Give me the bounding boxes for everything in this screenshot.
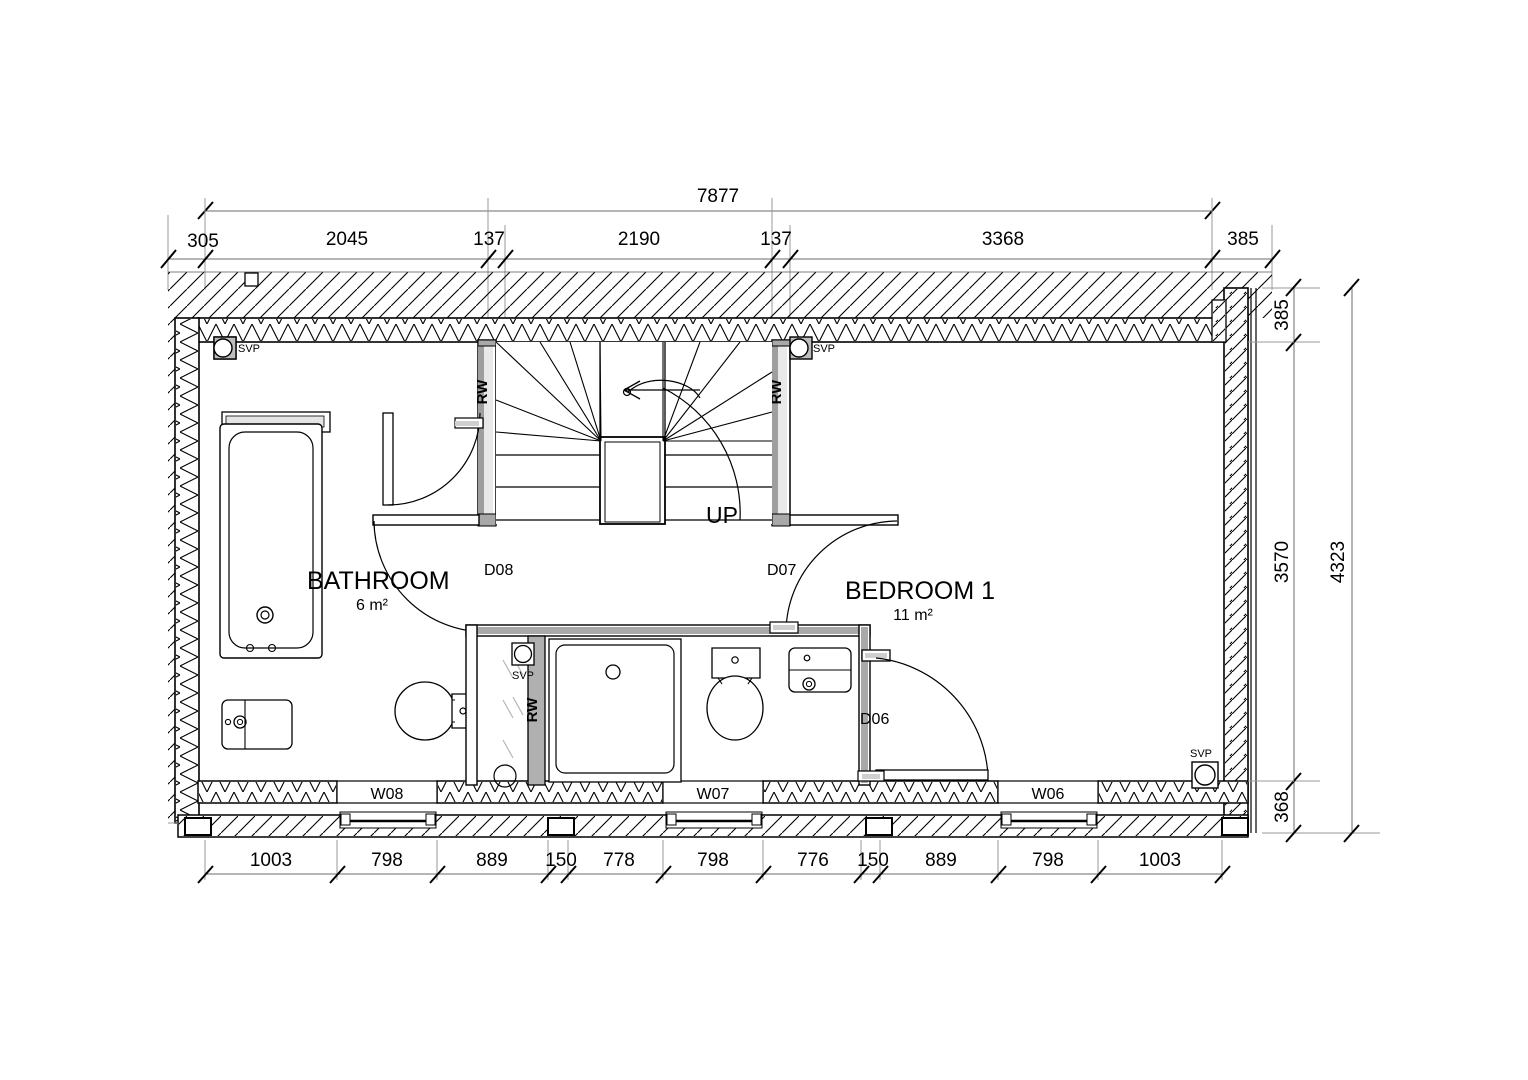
wall-return-top-right [1211,299,1227,343]
bathroom-name: BATHROOM [307,567,450,595]
bathtub [219,411,331,659]
dim-bottom-8: 150 [857,850,889,871]
door-label-d07: D07 [767,562,796,579]
dim-right-overall: 4323 [1328,541,1349,583]
svp-ensuite: SVP [511,642,535,682]
dim-bottom-10: 798 [1032,850,1064,871]
dim-top-overall: 7877 [697,186,739,207]
service-box-marker [244,272,259,287]
dim-bottom-11: 1003 [1139,850,1181,871]
top-context-hatch [168,271,1272,318]
bedroom1-area: 11 m² [893,607,933,624]
plan-guide-lines [168,341,1294,824]
dim-top-4: 2190 [618,229,660,250]
dim-bottom-7: 776 [797,850,829,871]
window-glazing-w06 [1000,811,1098,829]
dim-bottom-6: 798 [697,850,729,871]
bottom-dimension-chain: 1003 798 889 150 778 798 776 150 889 798… [197,840,1231,884]
window-glazing-w07 [665,811,763,829]
dim-top-1: 305 [187,231,219,252]
door-label-d08: D08 [484,562,513,579]
right-dimension-chain: 385 3570 368 [1262,278,1380,843]
external-wall-left [174,317,200,824]
svp-top-left: SVP [213,336,260,360]
door-bathroom-landing [373,520,487,633]
svp-top-right: SVP [789,336,835,360]
dim-top-5: 137 [760,229,792,250]
landing-partition [372,514,899,526]
room-label-bedroom1: BEDROOM 1 11 m² [845,577,995,624]
dim-bottom-3: 889 [476,850,508,871]
external-wall-bottom: W08 W07 W06 [177,780,1249,838]
dim-bottom-9: 889 [925,850,957,871]
rw-label-left: RW [474,379,491,405]
svp-label-top-right: SVP [813,343,835,355]
dim-top-2: 2045 [326,229,368,250]
dim-right-2: 3570 [1272,541,1293,583]
svp-label-top-left: SVP [238,343,260,355]
stair-wall-right: RW [768,339,791,527]
window-label-w07: W07 [697,786,730,803]
dim-bottom-4: 150 [545,850,577,871]
bathroom-area: 6 m² [356,597,389,614]
stair-direction-label: UP [706,502,738,528]
bedroom1-name: BEDROOM 1 [845,577,995,605]
svp-label-bottom-right: SVP [1190,748,1212,760]
right-dimension-overall: 4323 [1328,278,1360,843]
shower-screen [493,656,524,788]
ensuite-basin [788,647,852,693]
external-wall-right [1223,287,1257,834]
svp-bottom-right: SVP [1190,748,1219,789]
dim-right-1: 385 [1272,299,1293,331]
bathroom-wc [394,681,473,741]
shower-tray [548,638,682,783]
rw-label-ensuite: RW [524,697,541,723]
dim-top-6: 3368 [982,229,1024,250]
window-label-w06: W06 [1032,786,1065,803]
room-label-bathroom: BATHROOM 6 m² [307,567,450,614]
dim-right-3: 368 [1272,791,1293,823]
ensuite-walls: RW [465,624,871,786]
dim-bottom-1: 1003 [250,850,292,871]
window-label-w08: W08 [371,786,404,803]
dim-top-3: 137 [473,229,505,250]
door-d06: D06 [857,649,989,782]
staircase: UP [495,341,773,528]
ensuite-wc [706,647,764,741]
door-d08: D08 [382,412,513,579]
rw-label-right: RW [768,379,785,405]
svp-label-ensuite: SVP [512,670,534,682]
dim-bottom-5: 778 [603,850,635,871]
external-wall-top [197,317,1249,343]
door-label-d06: D06 [860,711,889,728]
dim-top-7: 385 [1227,229,1259,250]
bathroom-basin [221,699,293,750]
dim-bottom-2: 798 [371,850,403,871]
door-d07: D07 [767,520,898,634]
window-glazing-w08 [339,811,437,829]
